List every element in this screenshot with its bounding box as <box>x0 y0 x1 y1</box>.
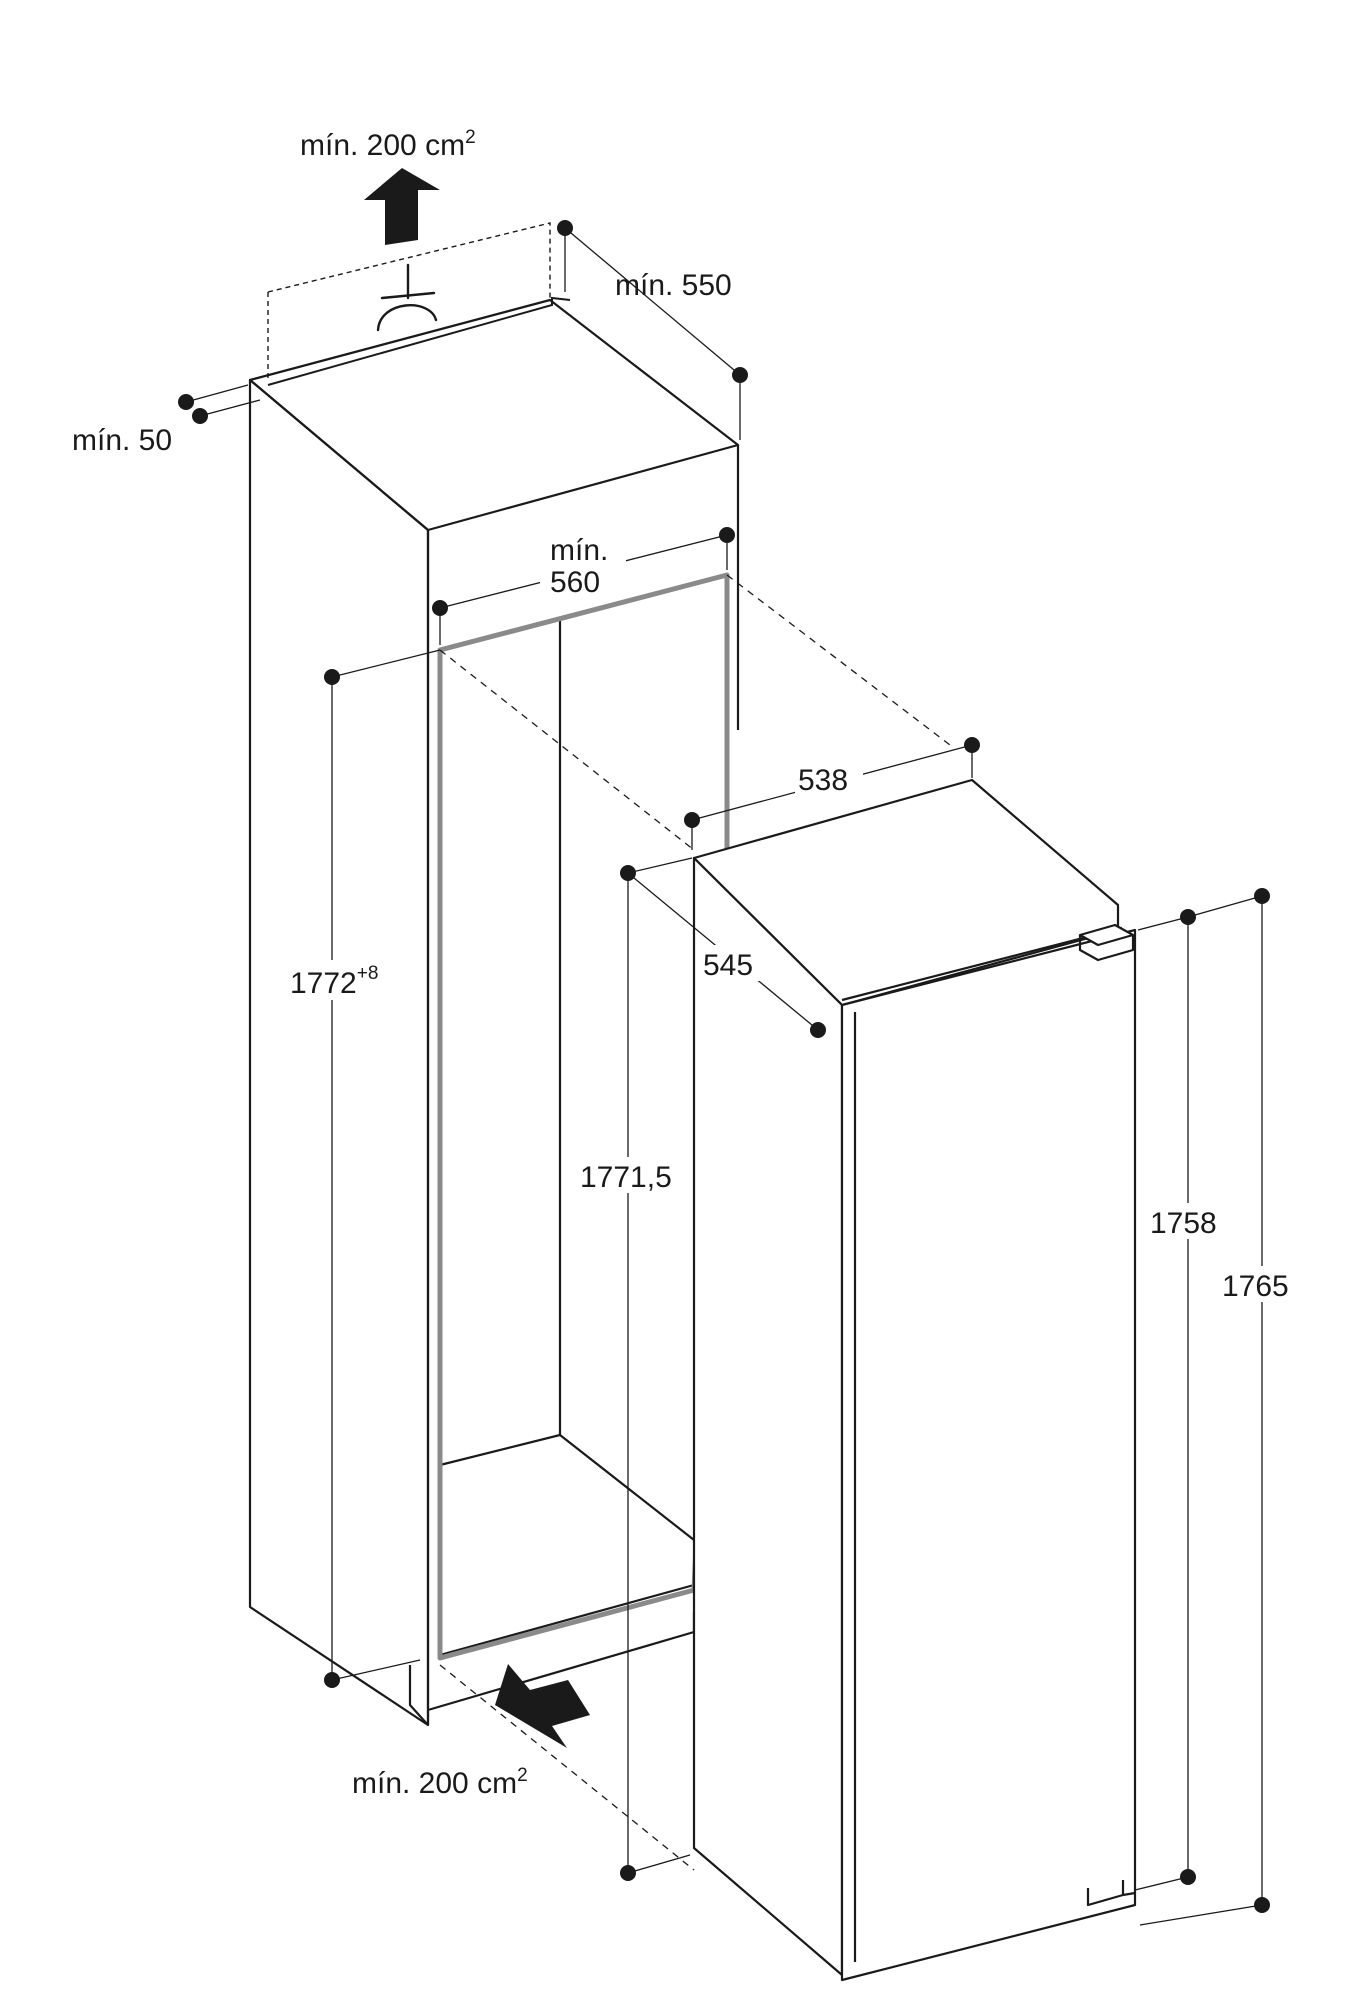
cabinet <box>248 298 740 1727</box>
alignment-lines <box>439 574 951 1871</box>
top-vent-zone <box>267 222 551 380</box>
vent-top-sup: 2 <box>465 127 476 148</box>
bottom-hinge <box>1086 1880 1125 1907</box>
appliance-height-label: 1771,5 <box>580 1161 672 1194</box>
total-height-label: 1765 <box>1222 1270 1289 1303</box>
appliance-width-label: 538 <box>798 764 848 797</box>
appliance <box>692 778 1137 1982</box>
appliance-door <box>840 928 1137 1982</box>
cabinet-top-face <box>248 298 740 532</box>
dimension-dots <box>178 220 1270 1913</box>
cabinet-floor <box>439 1433 695 1541</box>
appliance-depth-label: 545 <box>703 949 753 982</box>
top-vent-slot <box>267 296 571 386</box>
vent-bottom-label: mín. 200 cm2 <box>352 1765 528 1800</box>
top-gap-label: mín. 50 <box>72 424 172 457</box>
cabinet-left-side <box>248 378 430 1727</box>
niche-height-sup: +8 <box>357 963 379 984</box>
arrow-up-icon <box>364 168 440 245</box>
power-socket-icon <box>376 263 438 332</box>
vent-bottom-sup: 2 <box>517 1765 528 1786</box>
cabinet-floor-front <box>439 1583 695 1657</box>
niche-width-label-line2: 560 <box>550 566 600 599</box>
niche-opening-frame <box>437 572 730 1661</box>
arrow-diagonal-icon <box>495 1664 590 1748</box>
niche-height-label: 1772+8 <box>290 963 378 1000</box>
niche-width-label-line1: mín. <box>550 534 608 567</box>
vent-top-label: mín. 200 cm2 <box>300 127 476 162</box>
door-height-label: 1758 <box>1150 1207 1217 1240</box>
cabinet-plinth-front <box>408 1665 429 1726</box>
depth-label: mín. 550 <box>615 269 732 302</box>
appliance-door-top-lip <box>841 926 1123 1002</box>
